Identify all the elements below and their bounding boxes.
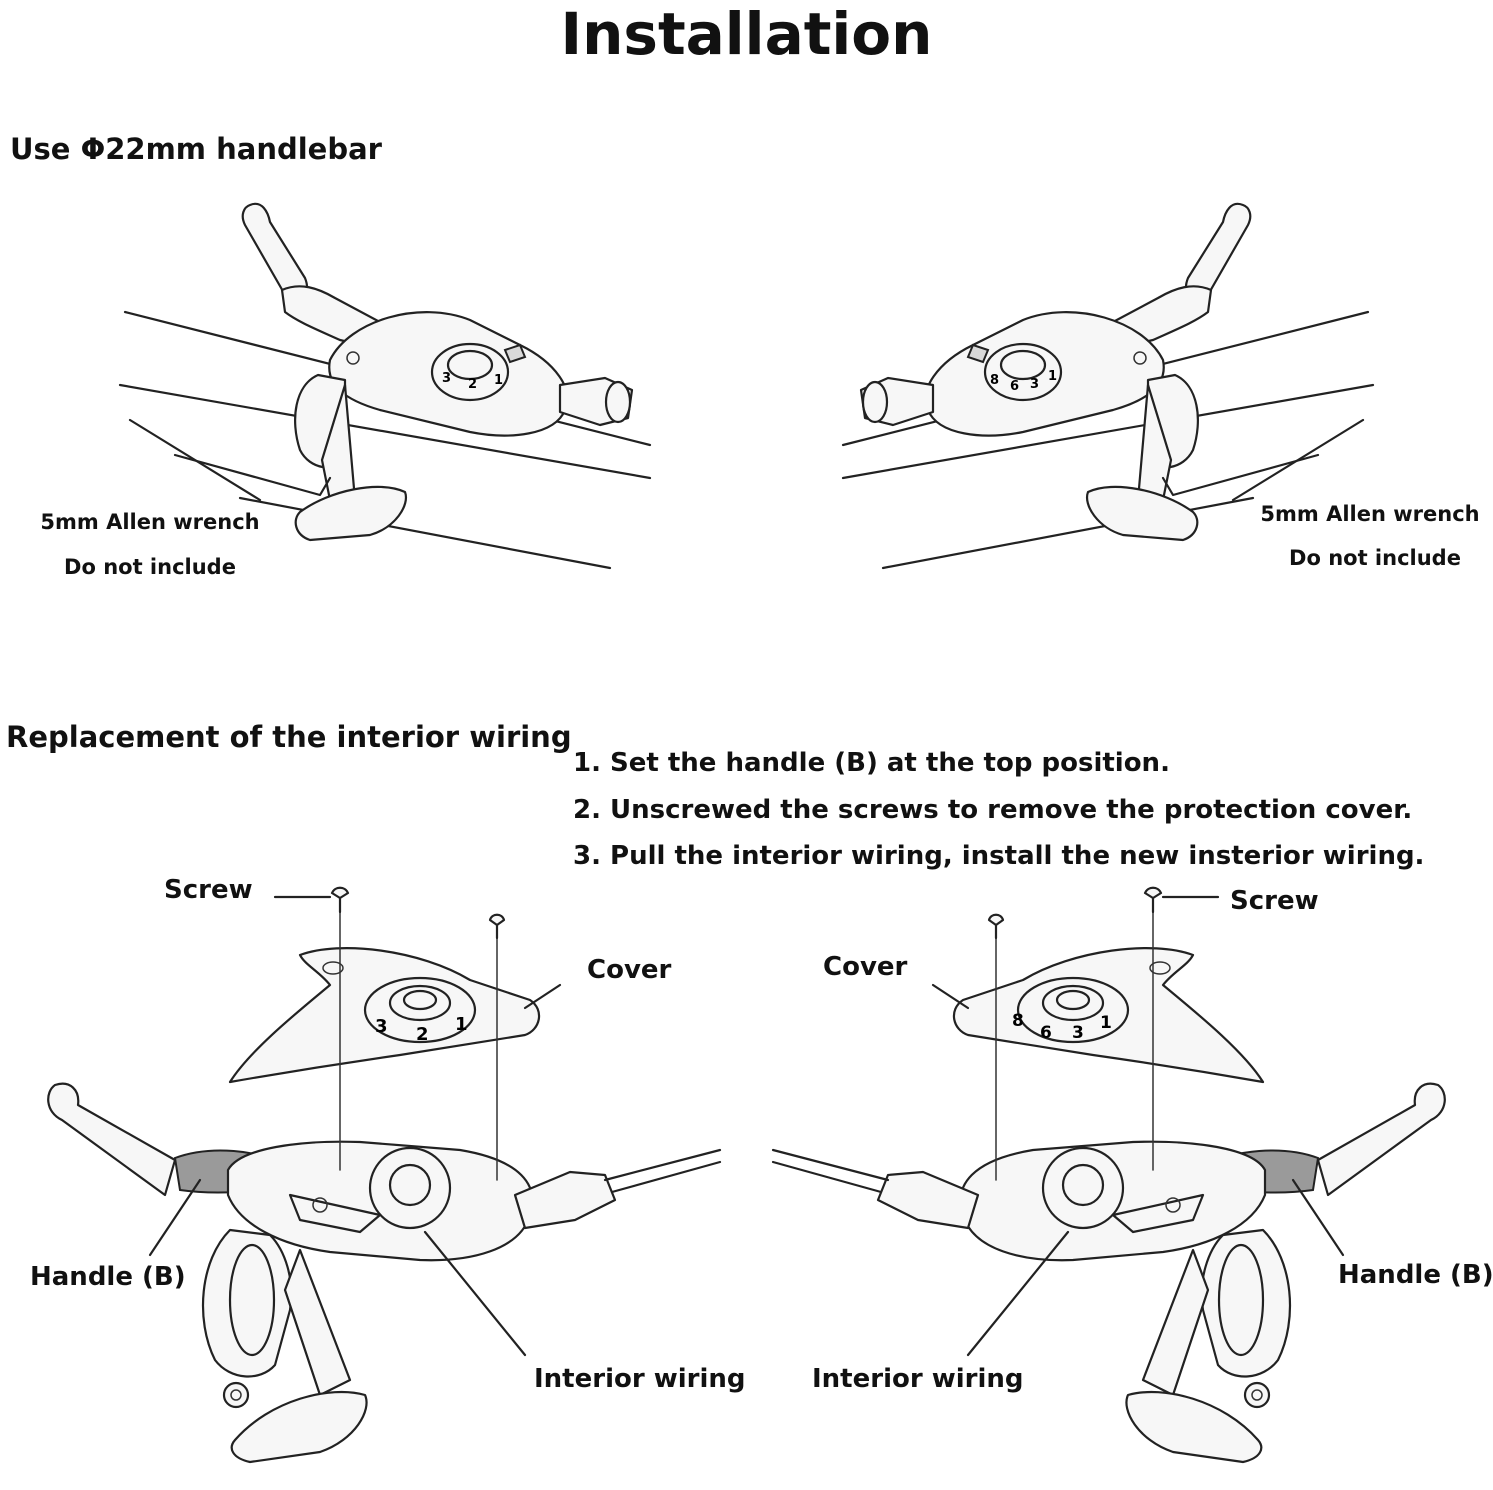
handlebar-heading: Use Φ22mm handlebar — [10, 132, 382, 166]
left-wrench-note-line1: 5mm Allen wrench — [40, 510, 260, 534]
step-1: 1. Set the handle (B) at the top positio… — [573, 748, 1170, 778]
left-top-dial-mark-1: 1 — [494, 373, 503, 388]
left-screw-label: Screw — [164, 875, 253, 905]
step-2: 2. Unscrewed the screws to remove the pr… — [573, 795, 1413, 825]
right-top-dial-mark-6: 6 — [1010, 379, 1019, 394]
right-exploded-shifter-drawing: 8 6 3 1 — [771, 886, 1446, 1464]
left-wiring-label: Interior wiring — [534, 1364, 746, 1394]
left-cover-dial-mark-2: 2 — [416, 1024, 429, 1045]
left-cover-label: Cover — [587, 955, 672, 985]
right-wrench-note-line1: 5mm Allen wrench — [1260, 502, 1480, 526]
left-shifter-handlebar-drawing: 3 2 1 — [118, 202, 652, 570]
step-3: 3. Pull the interior wiring, install the… — [573, 841, 1425, 871]
right-shifter-handlebar-drawing: 8 6 3 1 — [841, 202, 1375, 570]
left-cover-dial-mark-1: 1 — [455, 1014, 468, 1035]
right-handle-label: Handle (B) — [1338, 1260, 1493, 1290]
left-top-dial-mark-3: 3 — [442, 371, 451, 386]
right-wrench-note-line2: Do not include — [1289, 546, 1461, 570]
right-screw-label: Screw — [1230, 886, 1319, 916]
right-cover-dial-mark-8: 8 — [1012, 1011, 1024, 1031]
left-cover-dial-mark-3: 3 — [375, 1016, 388, 1037]
left-wrench-note-line2: Do not include — [64, 555, 236, 579]
right-top-dial-mark-3: 3 — [1030, 377, 1039, 392]
left-top-dial-mark-2: 2 — [468, 377, 477, 392]
right-top-dial-mark-1: 1 — [1048, 369, 1057, 384]
left-handle-label: Handle (B) — [30, 1262, 186, 1292]
wiring-heading: Replacement of the interior wiring — [6, 720, 572, 754]
right-cover-dial-mark-6: 6 — [1040, 1023, 1052, 1043]
right-wiring-label: Interior wiring — [812, 1364, 1024, 1394]
right-cover-dial-mark-3: 3 — [1072, 1023, 1084, 1043]
page-title: Installation — [560, 0, 933, 68]
right-cover-dial-mark-1: 1 — [1100, 1013, 1112, 1033]
right-cover-label: Cover — [823, 952, 908, 982]
left-exploded-shifter-drawing: 3 2 1 — [47, 886, 722, 1464]
right-top-dial-mark-8: 8 — [990, 373, 999, 388]
